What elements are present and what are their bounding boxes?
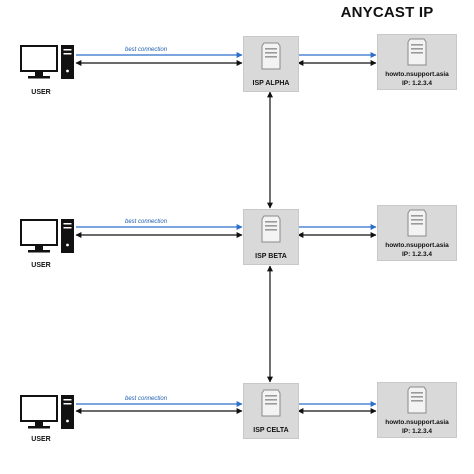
isp-label: ISP ALPHA (252, 80, 290, 87)
server-tower-icon (407, 209, 427, 237)
server-hostname: howto.nsupport.asia (385, 419, 449, 426)
server-tower-icon (261, 215, 281, 243)
server-tower-icon (407, 386, 427, 414)
user-label: USER (31, 89, 51, 96)
isp-label: ISP BETA (255, 253, 287, 260)
server-tower-icon (407, 38, 427, 66)
server-ip: IP: 1.2.3.4 (402, 80, 432, 87)
server-tower-icon (261, 389, 281, 417)
isp-label: ISP CELTA (253, 427, 289, 434)
anycast-server-node: howto.nsupport.asia IP: 1.2.3.4 (377, 34, 457, 90)
anycast-server-node: howto.nsupport.asia IP: 1.2.3.4 (377, 382, 457, 438)
best-connection-label: best connection (123, 219, 170, 225)
desktop-computer-icon (20, 45, 74, 79)
user-label: USER (31, 262, 51, 269)
anycast-server-node: howto.nsupport.asia IP: 1.2.3.4 (377, 205, 457, 261)
best-connection-label: best connection (123, 396, 170, 402)
isp-node-beta: ISP BETA (243, 209, 299, 265)
desktop-computer-icon (20, 395, 74, 429)
best-connection-label: best connection (123, 47, 170, 53)
server-ip: IP: 1.2.3.4 (402, 251, 432, 258)
server-hostname: howto.nsupport.asia (385, 71, 449, 78)
user-label: USER (31, 436, 51, 443)
desktop-computer-icon (20, 219, 74, 253)
server-tower-icon (261, 42, 281, 70)
server-hostname: howto.nsupport.asia (385, 242, 449, 249)
isp-node-celta: ISP CELTA (243, 383, 299, 439)
isp-node-alpha: ISP ALPHA (243, 36, 299, 92)
diagram-title: ANYCAST IP (340, 4, 434, 21)
server-ip: IP: 1.2.3.4 (402, 428, 432, 435)
